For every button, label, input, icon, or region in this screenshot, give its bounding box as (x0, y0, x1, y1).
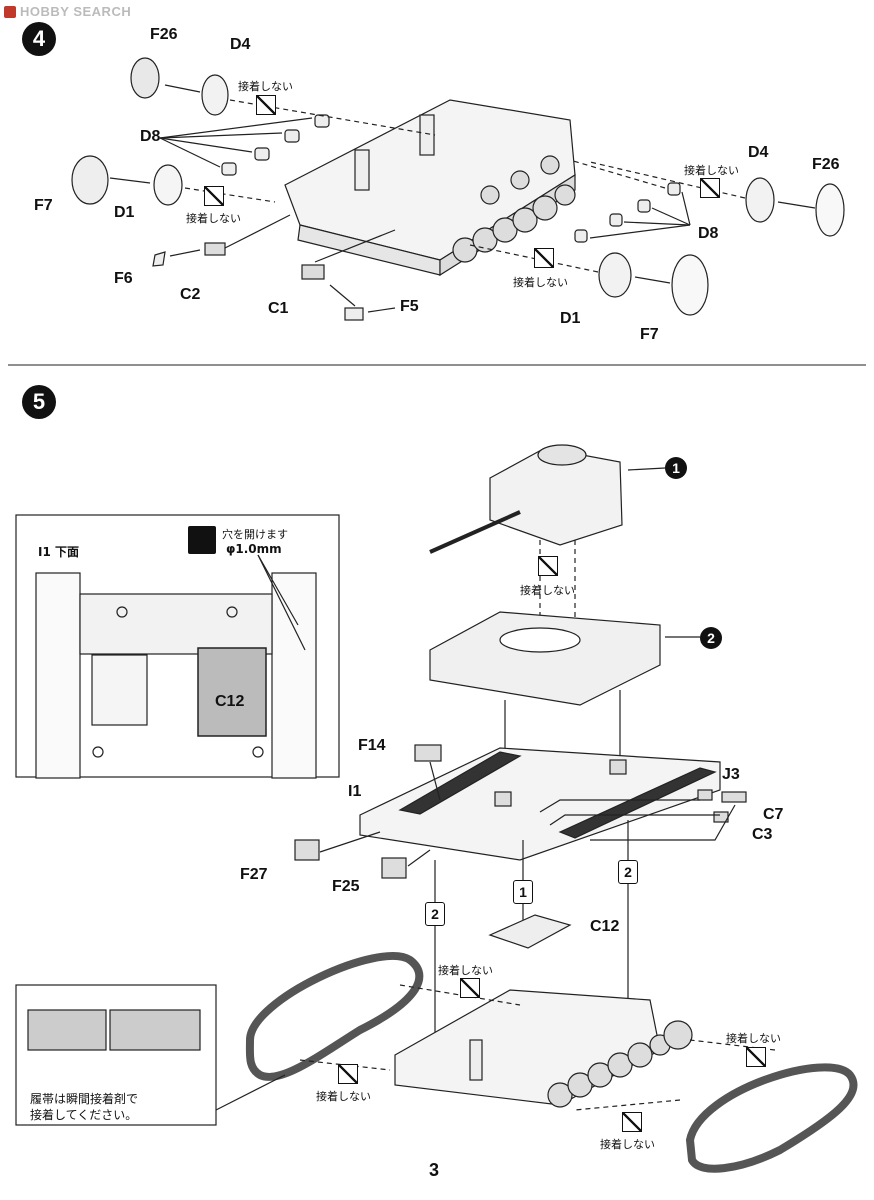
label-f6: F6 (114, 270, 133, 287)
label-i1: I1 (348, 783, 362, 800)
logo-icon (4, 5, 16, 18)
drill-note: 穴を開けます (222, 528, 288, 541)
label-f7-bottom: F7 (640, 326, 659, 343)
sub-assembly-1-badge: 1 (665, 457, 687, 479)
label-f25: F25 (332, 878, 360, 895)
label-f26-right: F26 (812, 156, 840, 173)
subassembly-box-1: 1 (513, 880, 533, 904)
no-glue-icon (534, 248, 554, 268)
no-glue-icon (622, 1112, 642, 1132)
no-glue-icon (538, 556, 558, 576)
no-glue-note-turret: 接着しない (520, 584, 575, 597)
subassembly-box-2-left: 2 (425, 902, 445, 926)
no-glue-note-7: 接着しない (316, 1090, 371, 1103)
label-d4-top: D4 (230, 36, 251, 53)
no-glue-icon (256, 95, 276, 115)
no-glue-icon (460, 978, 480, 998)
label-d4-right: D4 (748, 144, 769, 161)
label-d8-left: D8 (140, 128, 161, 145)
page-number: 3 (429, 1160, 440, 1180)
no-glue-note-6: 接着しない (726, 1032, 781, 1045)
label-f27: F27 (240, 866, 268, 883)
label-j3: J3 (722, 766, 740, 783)
label-c7: C7 (763, 806, 784, 823)
label-c2: C2 (180, 286, 201, 303)
subassembly-box-2-right: 2 (618, 860, 638, 884)
no-glue-icon (204, 186, 224, 206)
sub-assembly-2-badge: 2 (700, 627, 722, 649)
label-d1-bottom: D1 (560, 310, 581, 327)
no-glue-note-8: 接着しない (600, 1138, 655, 1151)
label-f14: F14 (358, 737, 386, 754)
label-c1: C1 (268, 300, 289, 317)
no-glue-icon (338, 1064, 358, 1084)
step-5-badge: 5 (22, 385, 56, 419)
no-glue-icon (746, 1047, 766, 1067)
label-c12: C12 (590, 918, 620, 935)
label-f5: F5 (400, 298, 419, 315)
drill-icon (188, 526, 216, 554)
label-f7-left: F7 (34, 197, 53, 214)
logo-text: HOBBY SEARCH (20, 4, 132, 19)
track-note-line-1: 履帯は瞬間接着剤で (30, 1092, 139, 1106)
drill-size: φ1.0mm (226, 542, 282, 556)
no-glue-note-3: 接着しない (684, 164, 739, 177)
inset-title: I1 下面 (38, 545, 79, 559)
step-4-badge: 4 (22, 22, 56, 56)
label-d1-left: D1 (114, 204, 135, 221)
no-glue-note-5: 接着しない (438, 964, 493, 977)
inset-label-c12: C12 (215, 693, 245, 710)
no-glue-icon (700, 178, 720, 198)
label-d8-right: D8 (698, 225, 719, 242)
no-glue-note-2: 接着しない (186, 212, 241, 225)
site-logo: HOBBY SEARCH (4, 4, 131, 19)
no-glue-note-4: 接着しない (513, 276, 568, 289)
label-c3: C3 (752, 826, 773, 843)
label-f26-top: F26 (150, 26, 178, 43)
no-glue-note-1: 接着しない (238, 80, 293, 93)
track-note-line-2: 接着してください。 (30, 1108, 138, 1122)
